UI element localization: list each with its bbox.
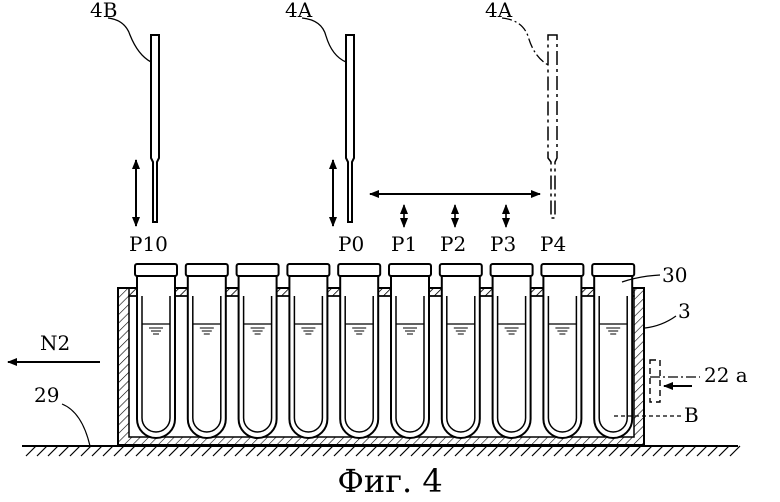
test-tube: [491, 264, 533, 438]
leader-3: [645, 316, 676, 328]
pipette-4b: [151, 35, 159, 222]
position-p1: P1: [391, 232, 417, 256]
label-4b: 4B: [90, 0, 117, 22]
test-tube: [186, 264, 228, 438]
label-rack-30: 30: [662, 263, 687, 287]
label-gas-n2: N2: [40, 331, 70, 355]
label-bath-3: 3: [678, 299, 691, 323]
test-tube: [135, 264, 177, 438]
leader-4a-ghost: [502, 18, 550, 66]
leader-4a: [302, 18, 346, 62]
position-p4: P4: [540, 232, 566, 256]
label-4a-ghost: 4A: [485, 0, 513, 22]
test-tube: [592, 264, 634, 438]
position-p10: P10: [129, 232, 168, 256]
leader-4b: [108, 18, 151, 62]
test-tube: [389, 264, 431, 438]
position-p3: P3: [490, 232, 516, 256]
label-4a: 4A: [285, 0, 313, 22]
test-tube: [237, 264, 279, 438]
label-floor-29: 29: [34, 383, 59, 407]
test-tube: [338, 264, 380, 438]
label-port-22a: 22 a: [704, 363, 748, 387]
test-tube: [541, 264, 583, 438]
position-p2: P2: [440, 232, 466, 256]
test-tube: [287, 264, 329, 438]
port-22a: [650, 360, 700, 402]
pipette-4a: [346, 35, 354, 222]
figure-caption: Фиг. 4: [337, 462, 442, 500]
test-tube: [440, 264, 482, 438]
label-liquid-b: B: [684, 403, 699, 427]
leader-29: [62, 404, 90, 446]
floor: [22, 446, 740, 456]
position-p0: P0: [338, 232, 364, 256]
pipette-4a-ghost: [548, 35, 557, 218]
